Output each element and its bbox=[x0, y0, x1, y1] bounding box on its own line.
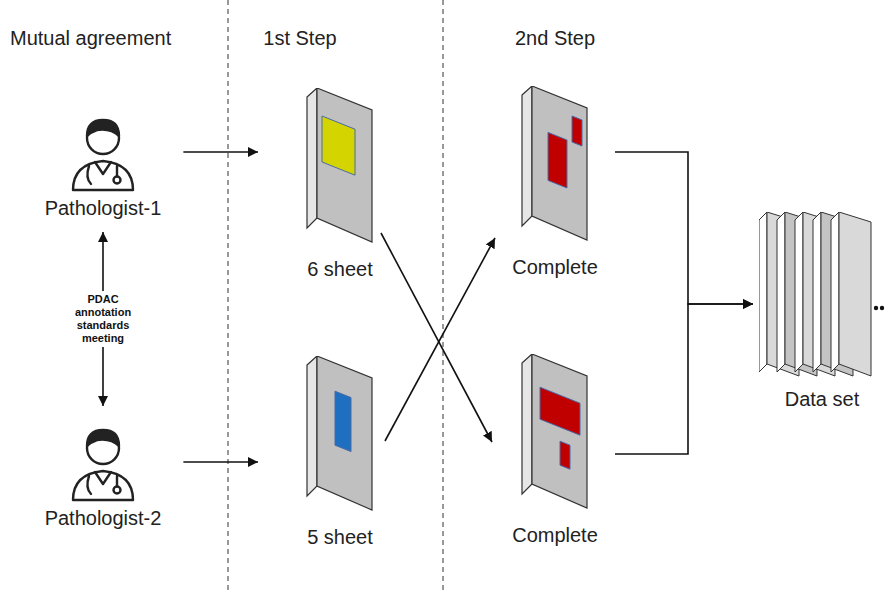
node-label: Pathologist-1 bbox=[45, 196, 162, 220]
stack-slide-edge bbox=[831, 212, 839, 372]
stack-slide bbox=[839, 212, 871, 376]
node-label: 6 sheet bbox=[307, 257, 373, 281]
connector-arrow bbox=[615, 304, 753, 454]
annotation-region bbox=[548, 132, 567, 188]
slide-sheet: Complete bbox=[512, 354, 598, 547]
connector-arrow bbox=[183, 461, 258, 463]
slide-edge bbox=[307, 356, 317, 496]
stethoscope-head bbox=[114, 487, 121, 494]
connector-arrow bbox=[381, 233, 492, 442]
doctor-illustration bbox=[67, 422, 139, 502]
connector-arrow bbox=[385, 238, 495, 441]
doctor-hair bbox=[87, 430, 119, 446]
continuation-dot bbox=[874, 306, 878, 310]
doctor-collar bbox=[95, 472, 111, 484]
figure bbox=[520, 354, 590, 509]
node-label: Pathologist-2 bbox=[45, 506, 162, 530]
figure bbox=[305, 356, 375, 511]
slide-face bbox=[317, 88, 372, 242]
node-label: 5 sheet bbox=[307, 525, 373, 549]
doctor-body bbox=[73, 161, 133, 190]
stack-slide-edge bbox=[795, 212, 803, 372]
dashed-divider bbox=[228, 0, 229, 592]
column-heading: 2nd Step bbox=[515, 26, 595, 50]
pathologist-figure: Pathologist-2 bbox=[45, 422, 162, 530]
column-heading: 1st Step bbox=[263, 26, 336, 50]
sheet-illustration bbox=[520, 86, 590, 241]
edge-label: PDAC annotation standards meeting bbox=[68, 291, 138, 347]
annotation-region bbox=[560, 441, 570, 469]
slide-face bbox=[532, 86, 587, 240]
continuation-dot bbox=[880, 306, 884, 310]
doctor-illustration bbox=[67, 112, 139, 192]
slide-sheet: 5 sheet bbox=[305, 356, 375, 549]
connector-arrow bbox=[615, 152, 753, 304]
dataset-illustration bbox=[759, 212, 885, 377]
column-heading: Mutual agreement bbox=[10, 26, 171, 50]
stack-slide-edge bbox=[813, 212, 821, 372]
doctor-hair bbox=[87, 120, 119, 136]
dataset-stack: Data set bbox=[759, 212, 885, 411]
doctor-body bbox=[73, 471, 133, 500]
slide-sheet: 6 sheet bbox=[305, 88, 375, 281]
annotation-region bbox=[572, 116, 582, 146]
node-label: Complete bbox=[512, 255, 598, 279]
sheet-illustration bbox=[305, 356, 375, 511]
annotation-region bbox=[540, 387, 580, 435]
slide-edge bbox=[522, 86, 532, 226]
stack-slide-edge bbox=[777, 212, 785, 372]
figure bbox=[67, 422, 139, 502]
stack-slide-edge bbox=[759, 212, 767, 372]
connector-arrow bbox=[183, 151, 258, 153]
slide-edge bbox=[307, 88, 317, 228]
figure bbox=[305, 88, 375, 243]
sheet-illustration bbox=[520, 354, 590, 509]
sheet-illustration bbox=[305, 88, 375, 243]
slide-sheet: Complete bbox=[512, 86, 598, 279]
dashed-divider bbox=[443, 0, 444, 592]
doctor-collar bbox=[95, 162, 111, 174]
annotation-region bbox=[322, 116, 355, 175]
slide-edge bbox=[522, 354, 532, 494]
node-label: Data set bbox=[785, 387, 859, 411]
pathologist-figure: Pathologist-1 bbox=[45, 112, 162, 220]
figure bbox=[520, 86, 590, 241]
figure bbox=[759, 212, 885, 377]
figure bbox=[67, 112, 139, 192]
slide-face bbox=[532, 354, 587, 508]
slide-face bbox=[317, 356, 372, 510]
node-label: Complete bbox=[512, 523, 598, 547]
annotation-region bbox=[335, 391, 351, 451]
stethoscope-head bbox=[114, 177, 121, 184]
